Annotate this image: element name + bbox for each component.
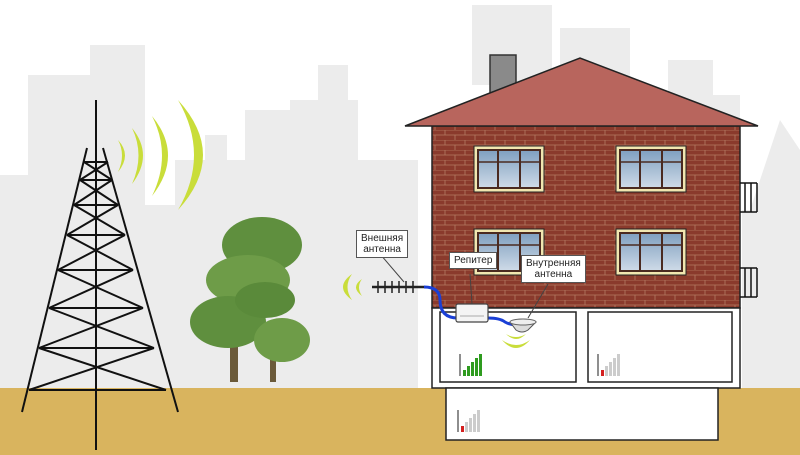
- internal-antenna-label: Внутренняя антенна: [521, 255, 586, 283]
- signal-bars-first-floor-left: [459, 354, 482, 376]
- internal-antenna-waves: [502, 334, 530, 348]
- signal-bar: [463, 370, 466, 376]
- repeater-label: Репитер: [449, 252, 498, 269]
- signal-bar: [465, 422, 468, 432]
- signal-bar: [479, 354, 482, 376]
- signal-bar: [613, 358, 616, 376]
- signal-bar: [471, 362, 474, 376]
- callout-leaders: [379, 253, 549, 319]
- signal-bar: [617, 354, 620, 376]
- cell-tower: [21, 100, 179, 450]
- signal-bar: [477, 410, 480, 432]
- signal-bar: [609, 362, 612, 376]
- signal-bar: [461, 426, 464, 432]
- external-antenna-waves: [343, 274, 362, 300]
- repeater-device: [455, 303, 489, 323]
- internal-antenna-label-line1: Внутренняя: [526, 258, 581, 269]
- external-antenna-label: Внешняя антенна: [356, 230, 409, 258]
- window: [615, 145, 687, 193]
- external-antenna-label-line2: антенна: [363, 244, 401, 255]
- signal-bar: [601, 370, 604, 376]
- repeater-label-text: Репитер: [454, 255, 493, 266]
- signal-bar: [473, 414, 476, 432]
- internal-antenna-label-line2: антенна: [534, 269, 573, 280]
- window: [473, 145, 545, 193]
- trees: [190, 217, 310, 382]
- internal-antenna: [509, 318, 537, 333]
- house: [404, 54, 759, 441]
- window: [615, 228, 687, 276]
- external-antenna-label-line1: Внешняя: [361, 233, 404, 244]
- signal-bar: [605, 366, 608, 376]
- house-windows: [473, 145, 687, 276]
- signal-bar: [475, 358, 478, 376]
- tower-radio-waves: [118, 100, 203, 210]
- signal-bar: [469, 418, 472, 432]
- signal-bars-basement: [457, 410, 480, 432]
- signal-bar: [467, 366, 470, 376]
- external-antenna: [372, 281, 424, 293]
- signal-bars-first-floor-right: [597, 354, 620, 376]
